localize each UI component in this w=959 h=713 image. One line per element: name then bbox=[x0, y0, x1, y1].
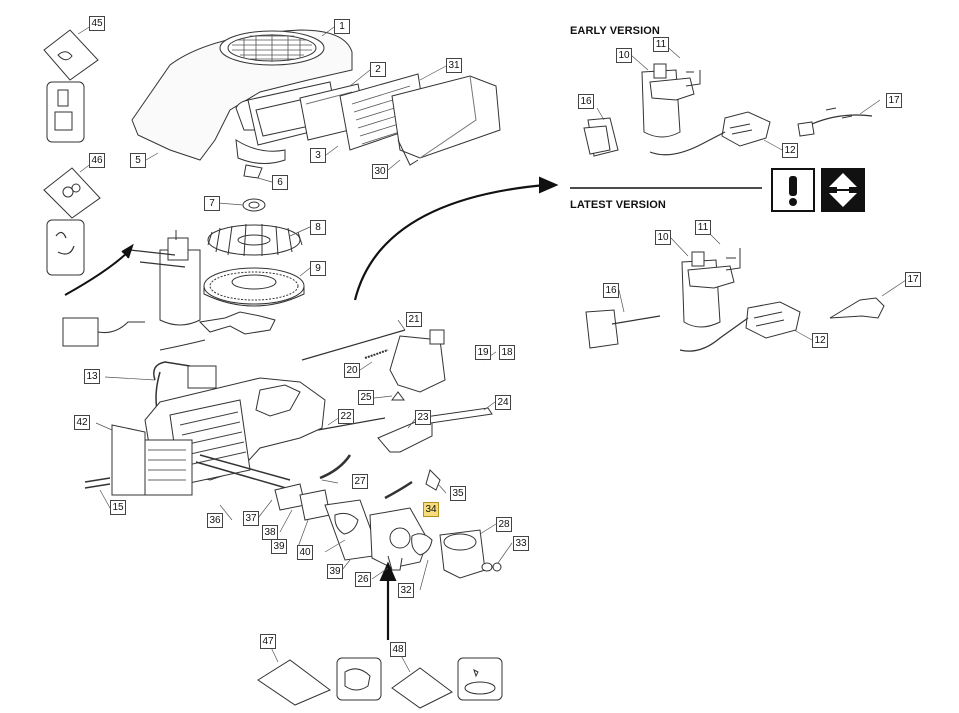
engine-block bbox=[84, 361, 326, 496]
callout-17-early: 17 bbox=[886, 93, 902, 108]
callout-40: 40 bbox=[297, 545, 313, 560]
early-version-heading: EARLY VERSION bbox=[570, 25, 660, 37]
ignition-parts-left bbox=[62, 230, 276, 351]
callout-9: 9 bbox=[310, 261, 326, 276]
callout-27: 27 bbox=[352, 474, 368, 489]
callout-21: 21 bbox=[406, 312, 422, 327]
callout-39-left: 39 bbox=[271, 539, 287, 554]
callout-16-latest: 16 bbox=[603, 283, 619, 298]
callout-39-right: 39 bbox=[327, 564, 343, 579]
callout-8: 8 bbox=[310, 220, 326, 235]
carburetor-parts bbox=[274, 454, 502, 579]
up-down-arrows-icon bbox=[821, 168, 865, 212]
callout-25: 25 bbox=[358, 390, 374, 405]
callout-7: 7 bbox=[204, 196, 220, 211]
callout-13: 13 bbox=[84, 369, 100, 384]
callout-26: 26 bbox=[355, 572, 371, 587]
callout-15: 15 bbox=[110, 500, 126, 515]
callout-48: 48 bbox=[390, 642, 406, 657]
callout-10-early: 10 bbox=[616, 48, 632, 63]
callout-6: 6 bbox=[272, 175, 288, 190]
early-version-drawing bbox=[583, 63, 873, 157]
callout-12-early: 12 bbox=[782, 143, 798, 158]
callout-42: 42 bbox=[74, 415, 90, 430]
air-filter-parts bbox=[247, 73, 501, 166]
callout-1: 1 bbox=[334, 19, 350, 34]
callout-34-highlighted: 34 bbox=[423, 502, 439, 517]
callout-18: 18 bbox=[499, 345, 515, 360]
callout-19: 19 bbox=[475, 345, 491, 360]
exclamation-icon bbox=[771, 168, 815, 212]
callout-22: 22 bbox=[338, 409, 354, 424]
callout-46: 46 bbox=[89, 153, 105, 168]
throttle-control-parts bbox=[301, 329, 493, 453]
flywheel-group bbox=[203, 198, 305, 307]
callout-23: 23 bbox=[415, 410, 431, 425]
callout-32: 32 bbox=[398, 583, 414, 598]
parts-bags bbox=[43, 29, 503, 709]
callout-33: 33 bbox=[513, 536, 529, 551]
callout-20: 20 bbox=[344, 363, 360, 378]
callout-38: 38 bbox=[262, 525, 278, 540]
callout-2: 2 bbox=[370, 62, 386, 77]
callout-24: 24 bbox=[495, 395, 511, 410]
latest-version-drawing bbox=[585, 248, 885, 352]
callout-31: 31 bbox=[446, 58, 462, 73]
callout-36: 36 bbox=[207, 513, 223, 528]
callout-5: 5 bbox=[130, 153, 146, 168]
callout-28: 28 bbox=[496, 517, 512, 532]
callout-10-latest: 10 bbox=[655, 230, 671, 245]
callout-47: 47 bbox=[260, 634, 276, 649]
callout-11-early: 11 bbox=[653, 37, 669, 52]
callout-45: 45 bbox=[89, 16, 105, 31]
flow-arrows bbox=[64, 176, 559, 640]
callout-12-latest: 12 bbox=[812, 333, 828, 348]
latest-version-heading: LATEST VERSION bbox=[570, 199, 666, 211]
callout-16-early: 16 bbox=[578, 94, 594, 109]
callout-3: 3 bbox=[310, 148, 326, 163]
callout-37: 37 bbox=[243, 511, 259, 526]
callout-17-latest: 17 bbox=[905, 272, 921, 287]
callout-30: 30 bbox=[372, 164, 388, 179]
callout-35: 35 bbox=[450, 486, 466, 501]
callout-11-latest: 11 bbox=[695, 220, 711, 235]
